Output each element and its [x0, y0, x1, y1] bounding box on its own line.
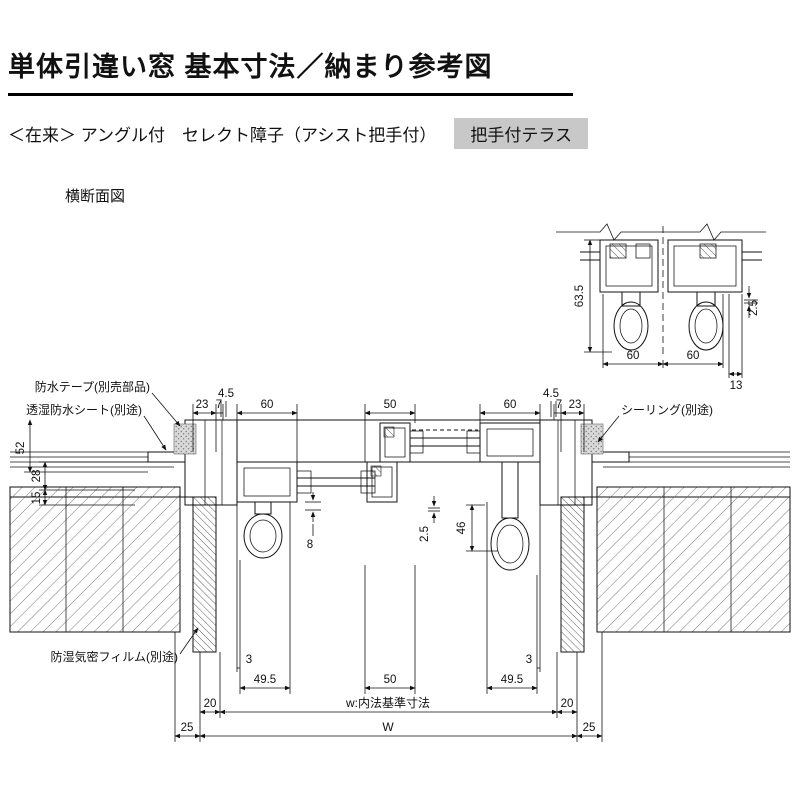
dim-inner-width-label: w:内法基準寸法 — [345, 695, 430, 710]
left-assist-handle — [243, 513, 283, 559]
dim-4-5-right: 4.5 — [543, 388, 559, 400]
right-assist-handle — [490, 517, 530, 571]
dim-2-5-mid: 2.5 — [419, 526, 431, 542]
header: 単体引違い窓 基本寸法／納まり参考図 ＜在来＞ アングル付 セレクト障子（アシス… — [8, 45, 792, 206]
dim-detail-60-right: 60 — [687, 350, 700, 362]
terrace-badge: 把手付テラス — [454, 118, 589, 149]
label-breathable-sheet: 透湿防水シート(別途) — [26, 402, 142, 417]
dim-25-left: 25 — [181, 722, 194, 734]
left-wall-hatch — [9, 486, 181, 633]
dim-detail-60-left: 60 — [627, 350, 640, 362]
detail-handle-neck-right — [696, 291, 716, 307]
dim-60-left: 60 — [261, 399, 274, 411]
dim-25-right: 25 — [583, 722, 596, 734]
section-label: 横断面図 — [65, 188, 126, 205]
right-stud — [560, 496, 585, 653]
dim-8: 8 — [307, 539, 313, 551]
dim-15: 15 — [31, 492, 43, 505]
dim-20-right: 20 — [561, 698, 574, 710]
dim-20-left: 20 — [204, 698, 217, 710]
dim-52: 52 — [15, 442, 27, 455]
label-waterproof-tape: 防水テープ(別売部品) — [35, 379, 150, 394]
dim-7-left: 7 — [216, 399, 222, 411]
left-waterproof-tape — [173, 423, 197, 455]
dim-49-5-left: 49.5 — [254, 674, 276, 686]
right-sealing — [580, 423, 604, 455]
label-sealing: シーリング(別途) — [621, 402, 713, 417]
dim-3-left: 3 — [246, 654, 252, 666]
page-title: 単体引違い窓 基本寸法／納まり参考図 — [8, 45, 573, 96]
main-section — [9, 419, 791, 653]
detail-handle-neck-left — [621, 291, 641, 307]
dim-3-right: 3 — [526, 654, 532, 666]
dim-detail-13: 13 — [730, 380, 743, 392]
detail-dimensions: 63.5 2.5 60 60 13 — [574, 239, 760, 392]
dim-4-5-left: 4.5 — [218, 388, 234, 400]
spec-subtitle: ＜在来＞ アングル付 セレクト障子（アシスト把手付） — [8, 126, 437, 145]
dim-23-left: 23 — [196, 399, 209, 411]
detail-view — [556, 223, 766, 358]
dim-detail-2-5: 2.5 — [748, 300, 760, 316]
dim-50-top: 50 — [384, 399, 397, 411]
left-stud — [192, 496, 217, 653]
dim-detail-63-5: 63.5 — [574, 285, 586, 307]
annotation-labels: 防水テープ(別売部品) 透湿防水シート(別途) シーリング(別途) 防湿気密フィ… — [26, 379, 713, 664]
dim-w: W — [382, 720, 394, 734]
dim-23-right: 23 — [569, 399, 582, 411]
dim-28: 28 — [31, 470, 43, 483]
dim-50-bottom: 50 — [384, 674, 397, 686]
right-handle-neck — [501, 461, 519, 519]
right-wall-hatch — [596, 486, 791, 633]
main-dimensions: 4.5 23 7 60 50 60 7 23 4.5 52 28 15 8 2.… — [15, 388, 603, 742]
dim-60-right: 60 — [504, 399, 517, 411]
dim-49-5-right: 49.5 — [501, 674, 523, 686]
left-angle — [147, 451, 186, 463]
dim-46: 46 — [456, 522, 468, 535]
right-angle — [591, 451, 630, 463]
left-handle-neck — [254, 501, 272, 515]
dim-7-right: 7 — [556, 399, 562, 411]
detail-handle-bulb-left — [613, 301, 649, 351]
label-moisture-film: 防湿気密フィルム(別途) — [50, 649, 178, 664]
spec-row: ＜在来＞ アングル付 セレクト障子（アシスト把手付） 把手付テラス — [8, 118, 792, 149]
